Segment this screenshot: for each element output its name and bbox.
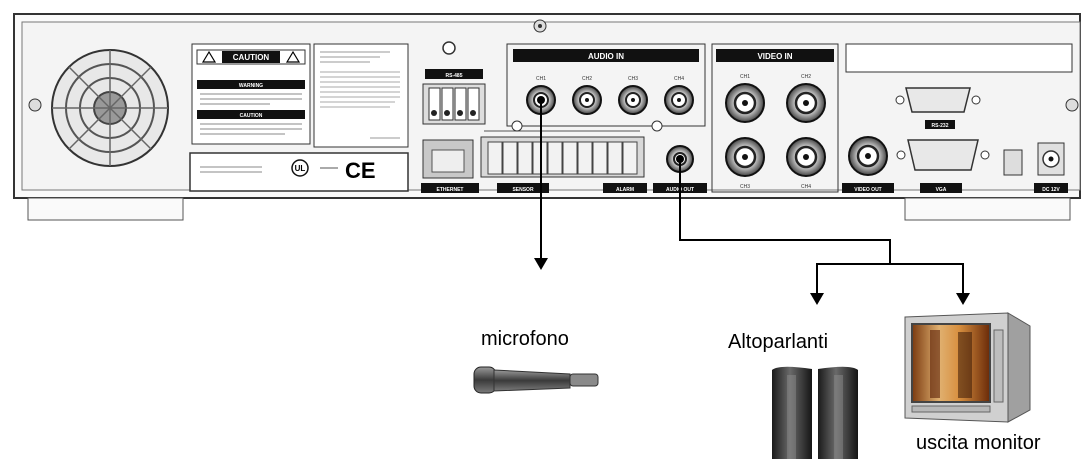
audio-in-ch4-jack [664, 85, 694, 115]
warning-heading: WARNING [239, 83, 263, 89]
video-ch-label: CH4 [801, 184, 811, 190]
right-blank-plate [845, 43, 1073, 73]
rs232-label: RS-232 [932, 123, 949, 129]
audio-in-label: AUDIO IN [588, 52, 624, 61]
audio-ch-label: CH1 [536, 76, 546, 82]
ul-logo-icon [291, 159, 309, 177]
dc-power-port: DC 12V [1034, 142, 1068, 193]
terminal-block: SENSOR ALARM [480, 130, 647, 193]
left-foot [27, 197, 184, 221]
sensor-label: SENSOR [512, 187, 534, 193]
monitor-label: uscita monitor [916, 432, 1041, 454]
video-in-label: VIDEO IN [757, 52, 792, 61]
audio-in-block: AUDIO IN CH1 CH2 CH3 CH4 [506, 43, 706, 132]
warning-triangle-icon [201, 50, 217, 63]
power-switch [1003, 149, 1023, 176]
video-in-jack [786, 137, 826, 177]
audio-ch-label: CH3 [628, 76, 638, 82]
alarm-label: ALARM [616, 187, 634, 193]
video-ch-label: CH1 [740, 74, 750, 80]
caution-label: CAUTION WARNING CAUTION [191, 43, 311, 145]
dvr-back-panel: CAUTION WARNING CAUTION UL CE [13, 13, 1081, 221]
audio-in-ch3-jack [618, 85, 648, 115]
vga-port: VGA [896, 139, 990, 193]
video-out-port: VIDEO OUT [842, 136, 894, 193]
monitor-icon [904, 312, 1031, 423]
speakers-label: Altoparlanti [728, 331, 829, 353]
arrow-down-icon [810, 293, 824, 305]
microphone-connection [534, 96, 548, 270]
audio-in-ch2-jack [572, 85, 602, 115]
video-ch-label: CH3 [740, 184, 750, 190]
audio-ch-label: CH4 [674, 76, 684, 82]
speakers-icon [772, 366, 858, 459]
dc-label: DC 12V [1042, 187, 1060, 193]
audio-ch-label: CH2 [582, 76, 592, 82]
video-in-jack [725, 137, 765, 177]
video-in-jack [725, 83, 765, 123]
rs485-label: RS-485 [446, 73, 463, 79]
monitor-screen [911, 323, 991, 403]
warning-triangle-icon [285, 50, 301, 63]
microphone-icon [473, 366, 599, 394]
rs232-port: RS-232 [895, 87, 981, 129]
rs485-block: RS-485 [422, 41, 486, 125]
video-ch-label: CH2 [801, 74, 811, 80]
left-screw-icon [28, 98, 42, 112]
video-in-block: VIDEO IN CH1 CH2 C [711, 43, 839, 193]
monitor-control-panel [993, 329, 1004, 403]
video-in-jack [786, 83, 826, 123]
ethernet-port: ETHERNET [421, 139, 479, 193]
caution-heading: CAUTION [240, 113, 263, 119]
fan-grille-icon [51, 49, 169, 167]
right-screw-icon [1065, 98, 1079, 112]
microphone-label: microfono [481, 328, 569, 350]
arrow-down-icon [534, 258, 548, 270]
ce-mark: CE [345, 158, 376, 183]
caution-title: CAUTION [233, 53, 270, 62]
spec-label [313, 43, 409, 148]
right-foot [904, 197, 1071, 221]
ul-mark: UL [295, 164, 306, 173]
certification-label: UL CE [189, 152, 409, 192]
vga-label: VGA [936, 187, 947, 193]
video-out-label: VIDEO OUT [854, 187, 882, 193]
arrow-down-icon [956, 293, 970, 305]
ethernet-label: ETHERNET [437, 187, 464, 193]
audio-out-connection [676, 155, 970, 305]
